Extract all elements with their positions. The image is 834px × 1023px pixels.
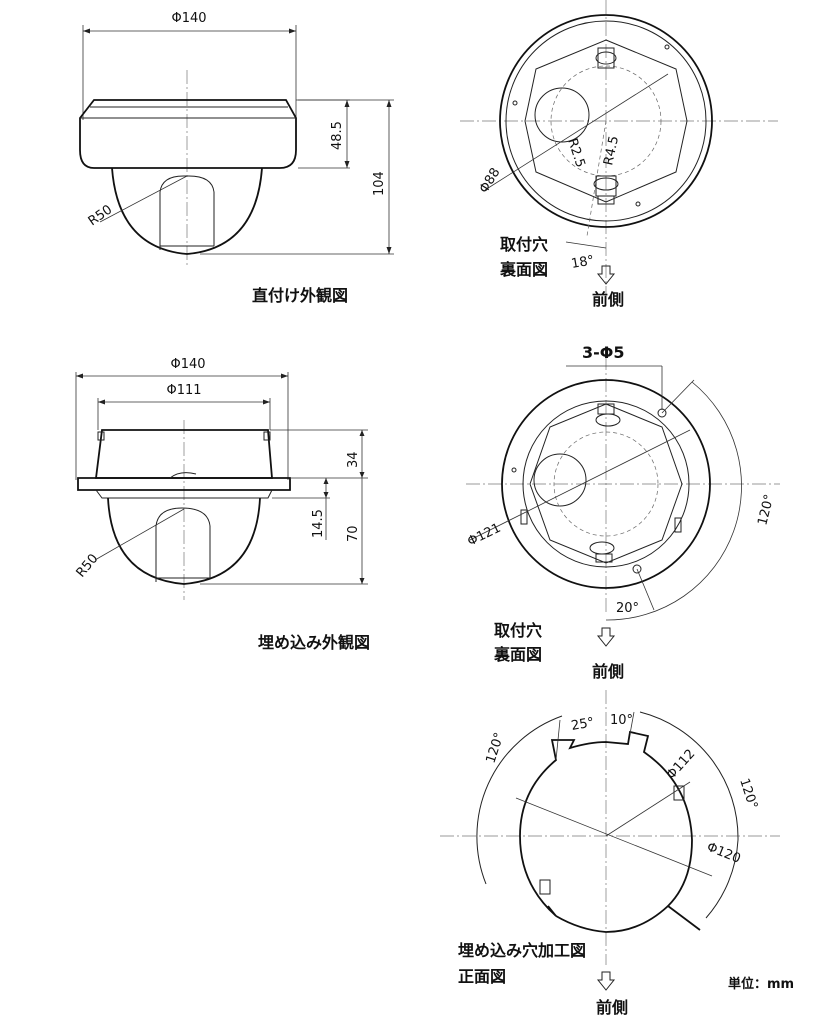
flush-back-view: 3-Φ5 Φ121 120° 20° 取付穴 裏面図 前側	[465, 343, 780, 681]
flush-back-caption-line1: 取付穴	[494, 621, 542, 640]
dim-cutout-angle-a: 25°	[570, 715, 595, 734]
dim-surface-radius: R50	[86, 202, 116, 229]
back-view-caption-line1: 取付穴	[500, 235, 548, 254]
dim-surface-diameter: Φ140	[171, 11, 206, 26]
flush-view-caption: 埋め込み外観図	[258, 633, 370, 652]
surface-mount-view: Φ140 R50 48.5 104 直付け外観図	[79, 11, 394, 305]
dim-cutout-inner-diameter: Φ112	[664, 747, 699, 783]
dim-flush-back-diameter: Φ121	[465, 521, 503, 550]
unit-label: 単位：mm	[728, 976, 794, 992]
dim-back-radius-large: R4.5	[601, 135, 622, 167]
dim-flush-holes: 3-Φ5	[582, 343, 625, 362]
dim-flush-flange-height: 34	[346, 451, 361, 468]
dim-flush-angle-large: 120°	[755, 493, 777, 527]
dim-surface-top-height: 48.5	[330, 121, 345, 150]
flush-back-caption-line2: 裏面図	[493, 645, 542, 664]
dim-flush-total-height: 70	[346, 525, 361, 542]
back-view-front-label: 前側	[592, 290, 624, 309]
back-view-caption-line2: 裏面図	[499, 260, 548, 279]
flush-mount-view: Φ140 Φ111 R50 34 14.5 70	[74, 357, 370, 652]
dim-surface-total-height: 104	[372, 171, 387, 196]
cutout-front-label: 前側	[596, 998, 628, 1017]
dim-flush-lower-height: 14.5	[311, 509, 326, 538]
dim-back-radius-small: R2.5	[564, 137, 587, 170]
dim-flush-inner-diameter: Φ111	[166, 383, 201, 398]
surface-view-caption: 直付け外観図	[252, 286, 348, 305]
dim-cutout-angle-left: 120°	[484, 731, 508, 765]
cutout-view: 120° 120° 25° 10° Φ112 Φ120 埋め込み穴加工図 正面図…	[440, 690, 794, 1017]
dim-cutout-outer-diameter: Φ120	[705, 840, 743, 867]
flush-back-front-label: 前側	[592, 662, 624, 681]
dim-cutout-angle-right: 120°	[736, 777, 760, 811]
dim-cutout-angle-b: 10°	[610, 713, 633, 728]
cutout-caption-line2: 正面図	[458, 967, 506, 986]
surface-back-view: Φ88 R2.5 R4.5 18° 取付穴 裏面図 前側	[460, 0, 778, 309]
dim-flush-radius: R50	[74, 551, 102, 580]
dim-flush-outer-diameter: Φ140	[170, 357, 205, 372]
dim-flush-angle-small: 20°	[616, 601, 639, 616]
dim-back-angle: 18°	[570, 253, 595, 272]
cutout-caption-line1: 埋め込み穴加工図	[458, 941, 586, 960]
